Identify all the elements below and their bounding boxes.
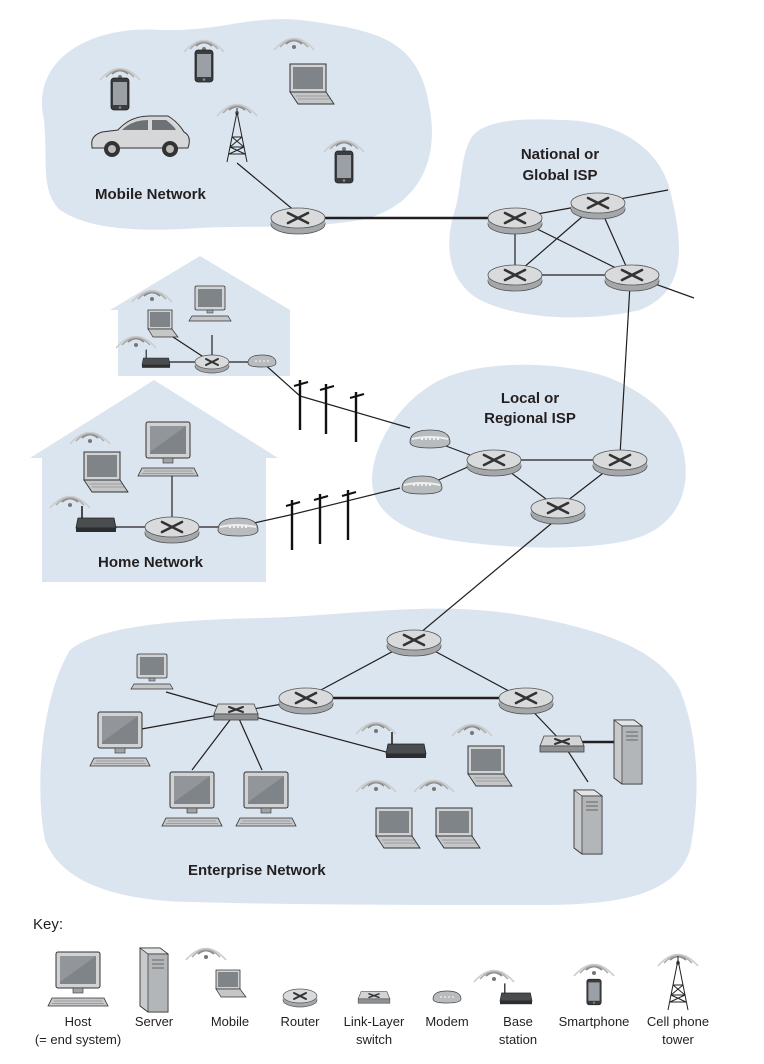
mobile-network-label: Mobile Network [95,186,207,203]
router-icon [282,988,318,1008]
key-sublabel-cell-tower: tower [662,1032,694,1047]
host-icon [188,285,232,322]
key-sublabel-host: (= end system) [35,1032,121,1047]
home-network-label: Home Network [98,554,204,571]
national-isp-devices: National or Global ISP [486,146,661,293]
router-icon [603,263,661,293]
key-sublabel-switch: switch [356,1032,392,1047]
host-icon [137,421,199,477]
local-isp-region [372,364,686,548]
modem-icon [217,517,259,537]
mobile-network-devices: Mobile Network [91,37,365,236]
switch-icon [357,990,391,1004]
enterprise-network-label: Enterprise Network [188,862,326,879]
mobile-wifi-icon [185,947,227,961]
key-label-mobile: Mobile [211,1014,249,1029]
key-label-switch: Link-Layer [344,1014,405,1029]
smartphone-icon [194,49,214,83]
link-layer-switch-icon [213,703,259,721]
home-house-bottom [30,380,278,582]
router-icon [465,448,523,478]
key-label-modem: Modem [425,1014,468,1029]
key-sublabel-base: station [499,1032,537,1047]
router-icon [385,628,443,658]
router-icon [194,354,230,374]
modem-icon [247,354,277,368]
router-icon [529,496,587,526]
smartphone-icon [334,150,354,184]
key-label-smartphone: Smartphone [559,1014,630,1029]
server-icon [573,789,603,855]
router-icon [269,206,327,236]
modem-icon [432,990,462,1004]
key-label-base: Base [503,1014,533,1029]
key-title: Key: [33,916,63,933]
router-icon [486,206,544,236]
local-isp-label-line1: Local or [501,390,560,407]
car-icon [91,115,190,157]
link-layer-switch-icon [539,735,585,753]
router-icon [486,263,544,293]
smartphone-icon [110,77,130,111]
modem-icon [409,429,451,449]
host-icon [130,653,174,690]
router-icon [591,448,649,478]
modem-icon [401,475,443,495]
key-label-server: Server [135,1014,174,1029]
key-legend: Key: Host (= end system) Server Mobile R… [33,916,709,1047]
key-label-host: Host [65,1014,92,1029]
enterprise-network-devices: Enterprise Network [89,628,643,879]
national-isp-label-line1: National or [521,146,600,163]
utility-pole-icon [318,382,336,436]
national-isp-label-line2: Global ISP [522,167,597,184]
router-icon [569,191,627,221]
utility-pole-icon [348,390,366,444]
utility-poles [284,378,366,552]
router-icon [277,686,335,716]
utility-pole-icon [312,492,330,546]
base-station-wifi-icon [473,969,515,983]
home-network-bottom-devices: Home Network [49,421,259,571]
host-icon [89,711,151,767]
key-label-cell-tower: Cell phone [647,1014,709,1029]
utility-pole-icon [284,498,302,552]
router-icon [143,515,201,545]
enterprise-network-region [40,608,697,905]
mobile-network-region [41,19,432,230]
smartphone-wifi-icon [573,963,615,977]
server-icon [139,947,169,1013]
host-icon [161,771,223,827]
router-icon [497,686,555,716]
utility-pole-icon [340,488,358,542]
mobile-icon [215,969,247,998]
host-icon [235,771,297,827]
local-isp-devices: Local or Regional ISP [401,390,649,526]
smartphone-icon [586,978,602,1006]
key-label-router: Router [280,1014,320,1029]
host-icon [47,951,109,1007]
base-station-icon [499,982,533,1005]
server-icon [613,719,643,785]
utility-pole-icon [292,378,310,432]
local-isp-label-line2: Regional ISP [484,410,576,427]
